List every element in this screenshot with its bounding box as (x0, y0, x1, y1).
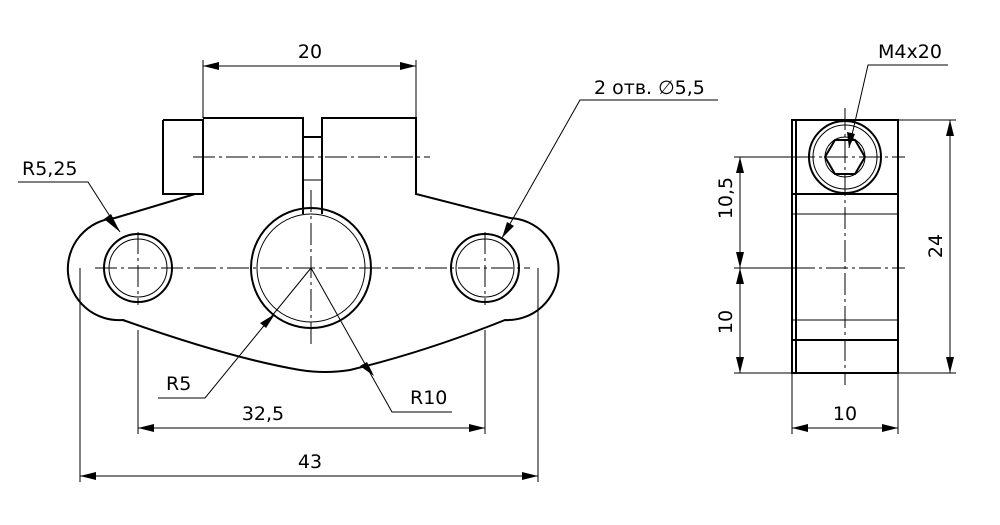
leader-r525 (18, 181, 121, 233)
leader-r5 (158, 267, 312, 399)
dim-hole-spacing-label: 32,5 (242, 403, 284, 425)
body-outline (66, 117, 560, 373)
label-outer-radius: R10 (410, 387, 447, 409)
dim-height-label: 24 (925, 234, 947, 258)
label-inner-radius: R5 (166, 373, 191, 395)
leader-holes (501, 99, 718, 239)
clamp-left-block (162, 120, 203, 195)
dim-screw-offset-label: 10,5 (715, 177, 737, 219)
leader-r10 (310, 267, 452, 413)
dim-top-label: 20 (298, 41, 322, 63)
dim-overall-width-label: 43 (298, 451, 322, 473)
side-view: M4x20 10,5 10 24 10 (715, 41, 956, 434)
label-end-radius: R5,25 (22, 158, 78, 180)
leader-screw (848, 64, 948, 149)
label-screw: M4x20 (878, 41, 942, 63)
front-view: 20 32,5 43 R5,25 2 отв. ∅5,5 R5 R10 (18, 41, 718, 482)
label-holes: 2 отв. ∅5,5 (594, 77, 705, 99)
dim-lower-label: 10 (715, 310, 737, 334)
dim-width-label: 10 (833, 403, 857, 425)
